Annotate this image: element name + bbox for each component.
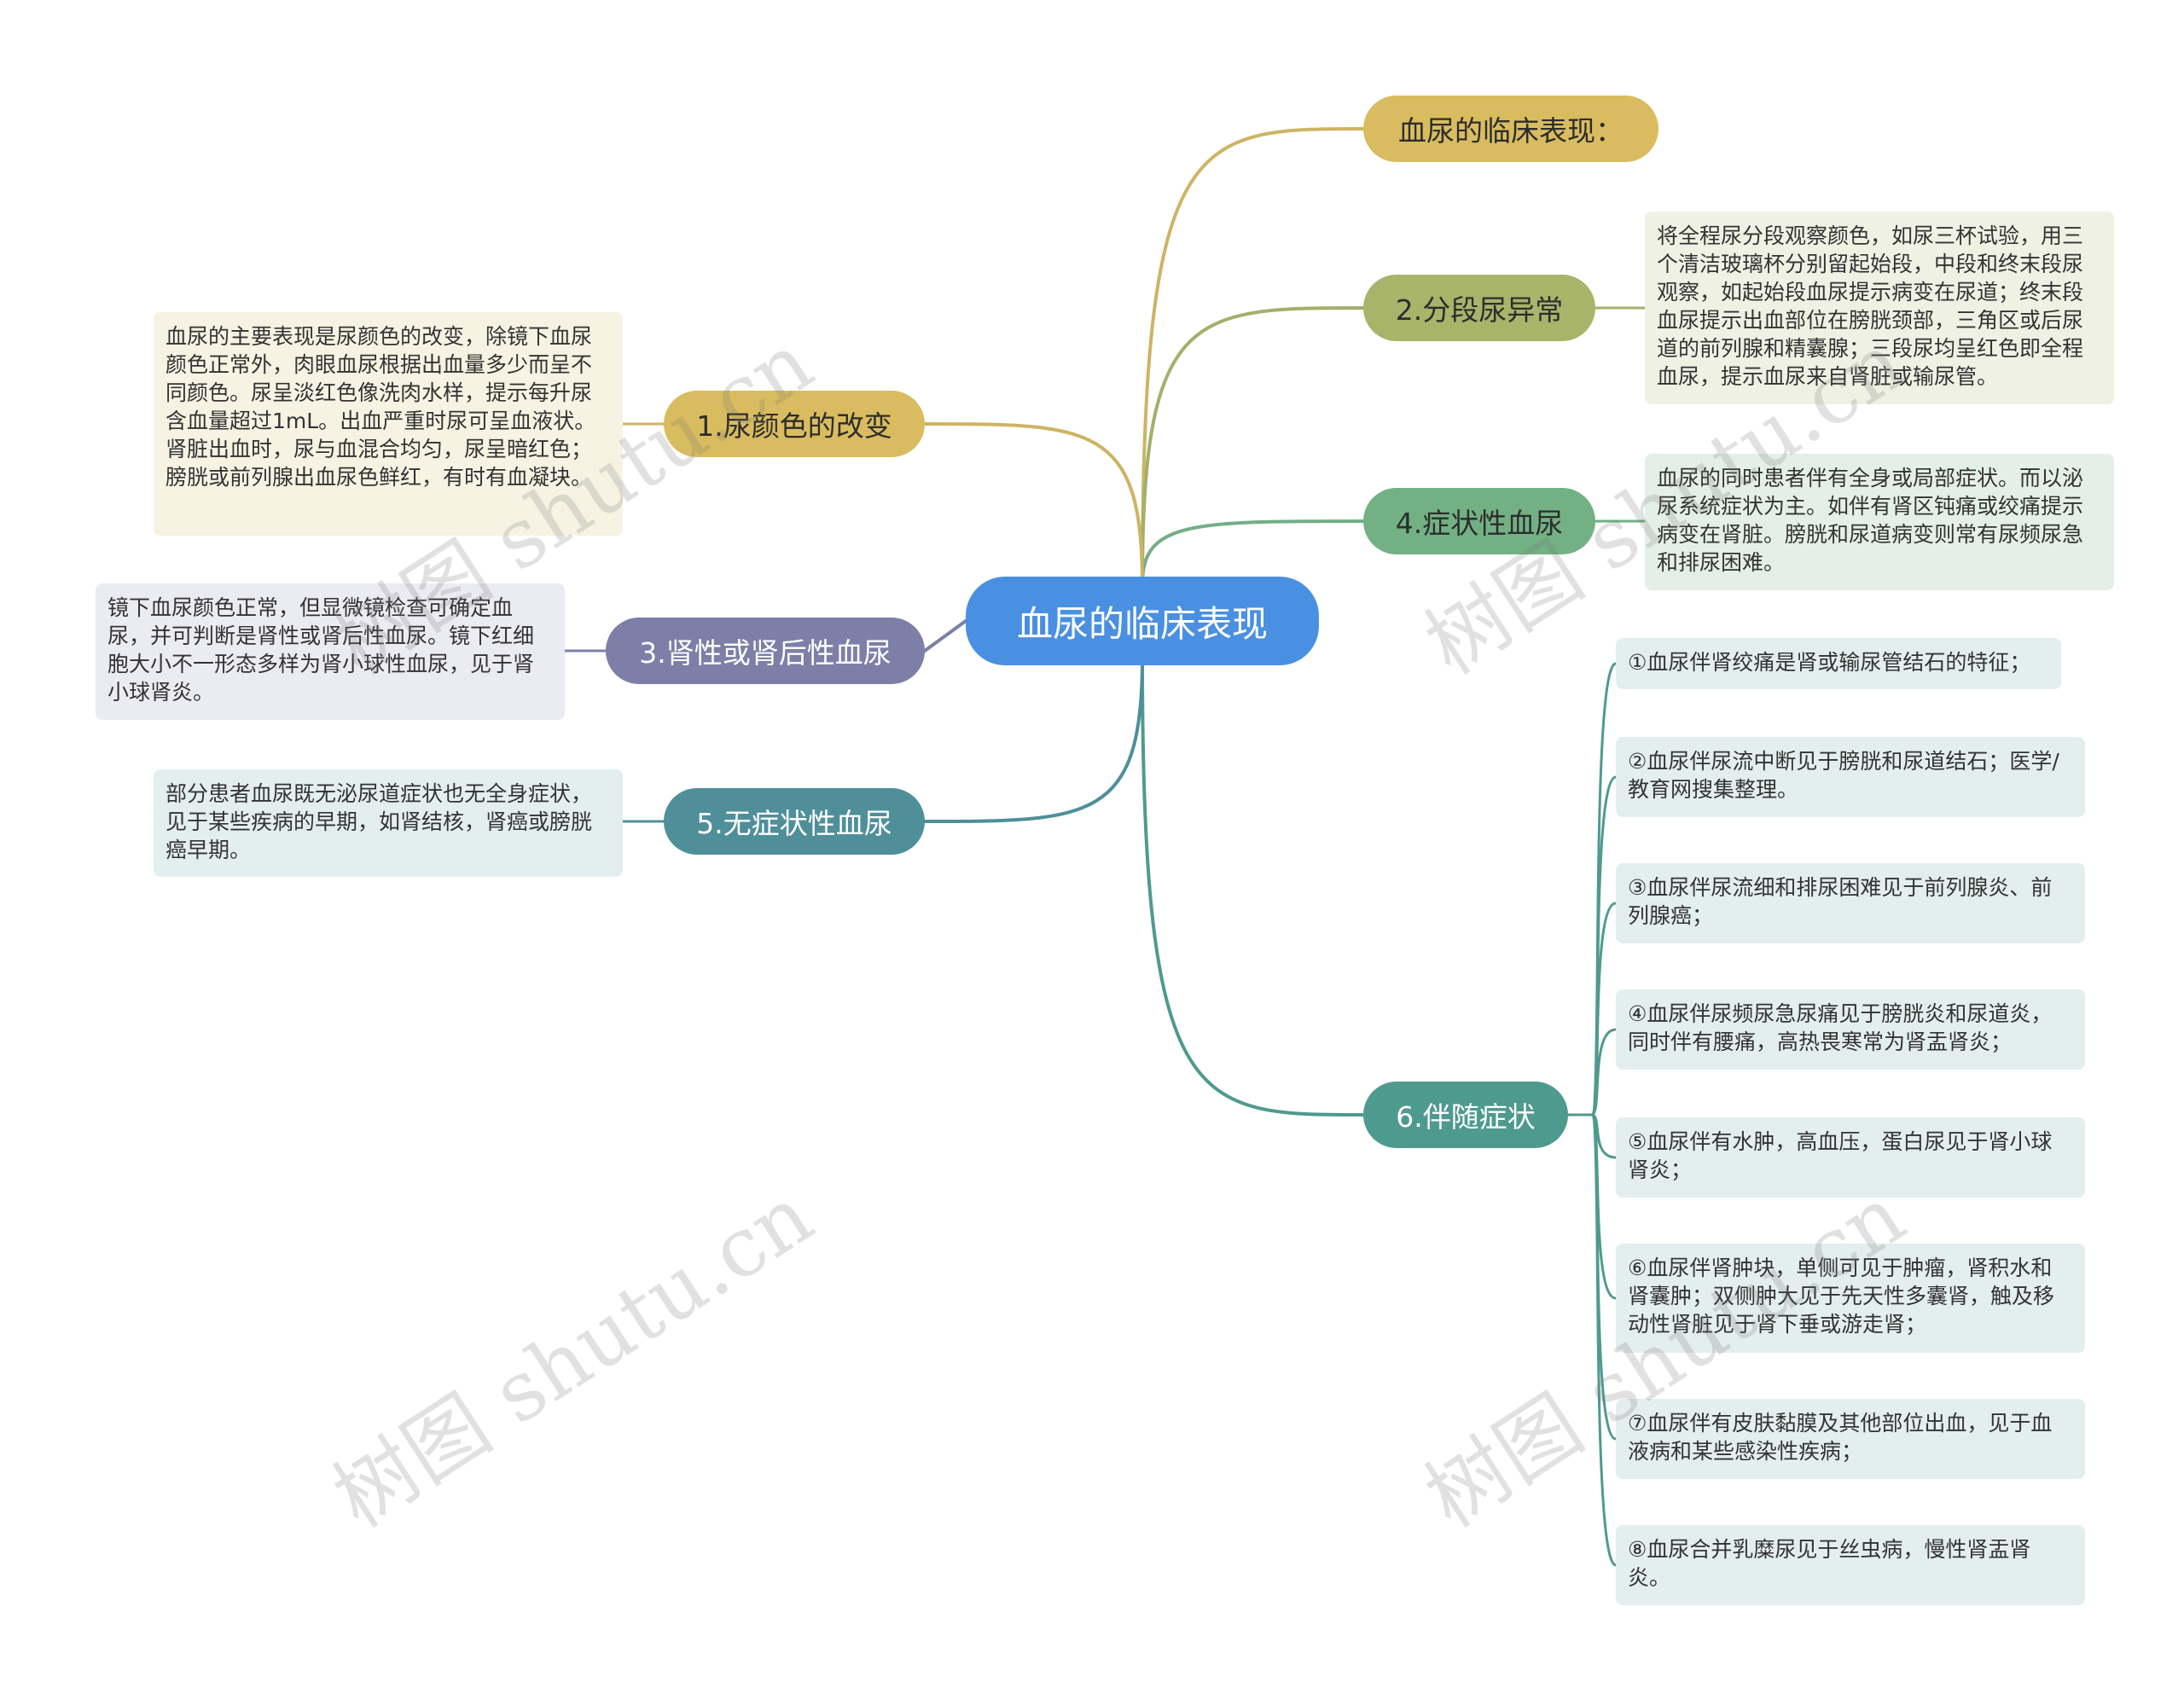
topic-label: 6.伴随症状 [1396, 1100, 1536, 1134]
topic-label: 1.尿颜色的改变 [696, 409, 892, 443]
symptom-item[interactable]: ④血尿伴尿频尿急尿痛见于膀胱炎和尿道炎，同时伴有腰痛，高热畏寒常为肾盂肾炎； [1616, 989, 2085, 1070]
topic-asymptomatic-hematuria[interactable]: 5.无症状性血尿 [664, 788, 925, 855]
connector-line [1141, 306, 1365, 585]
connector-line [1141, 127, 1365, 585]
topic-clinical-manifestations[interactable]: 血尿的临床表现： [1363, 96, 1658, 162]
symptom-item[interactable]: ⑦血尿伴有皮肤黏膜及其他部位出血，见于血液病和某些感染性疾病； [1616, 1399, 2085, 1479]
symptom-item[interactable]: ③血尿伴尿流细和排尿困难见于前列腺炎、前列腺癌； [1616, 863, 2085, 943]
symptom-item[interactable]: ⑤血尿伴有水肿，高血压，蛋白尿见于肾小球肾炎； [1616, 1117, 2085, 1198]
connector-line [923, 619, 967, 653]
topic-segmented-urine[interactable]: 2.分段尿异常 [1363, 275, 1595, 341]
topic-label: 血尿的临床表现： [1398, 114, 1623, 148]
topic-urine-color-change[interactable]: 1.尿颜色的改变 [664, 391, 925, 457]
symptom-item[interactable]: ⑧血尿合并乳糜尿见于丝虫病，慢性肾盂肾炎。 [1616, 1525, 2085, 1605]
topic-accompanying-symptoms[interactable]: 6.伴随症状 [1363, 1082, 1568, 1148]
topic-label: 5.无症状性血尿 [696, 807, 892, 840]
topic-label: 4.症状性血尿 [1395, 507, 1564, 540]
connector-line [923, 422, 1144, 585]
symptom-item[interactable]: ②血尿伴尿流中断见于膀胱和尿道结石；医学/教育网搜集整理。 [1616, 737, 2085, 817]
note-segmented-urine: 将全程尿分段观察颜色，如尿三杯试验，用三个清洁玻璃杯分别留起始段，中段和终末段尿… [1645, 212, 2114, 404]
note-urine-color-change: 血尿的主要表现是尿颜色的改变，除镜下血尿颜色正常外，肉眼血尿根据出血量多少而呈不… [154, 312, 623, 536]
connector-line [1141, 657, 1365, 1117]
connector-line [1590, 1113, 1618, 1567]
topic-label: 2.分段尿异常 [1395, 293, 1564, 327]
connector-line [1141, 519, 1365, 585]
topic-symptomatic-hematuria[interactable]: 4.症状性血尿 [1363, 488, 1595, 554]
note-symptomatic-hematuria: 血尿的同时患者伴有全身或局部症状。而以泌尿系统症状为主。如伴有肾区钝痛或绞痛提示… [1645, 454, 2114, 590]
central-topic-label: 血尿的临床表现 [1016, 602, 1268, 645]
symptom-item[interactable]: ①血尿伴肾绞痛是肾或输尿管结石的特征； [1616, 638, 2061, 689]
connector-line [1590, 1113, 1618, 1159]
central-topic[interactable]: 血尿的临床表现 [966, 577, 1319, 665]
topic-label: 3.肾性或肾后性血尿 [639, 636, 892, 670]
topic-renal-hematuria[interactable]: 3.肾性或肾后性血尿 [606, 618, 925, 684]
note-asymptomatic-hematuria: 部分患者血尿既无泌尿道症状也无全身症状，见于某些疾病的早期，如肾结核，肾癌或膀胱… [154, 769, 623, 877]
connector-line [1590, 1028, 1618, 1117]
connector-line [1590, 775, 1618, 1117]
note-renal-hematuria: 镜下血尿颜色正常，但显微镜检查可确定血尿，并可判断是肾性或肾后性血尿。镜下红细胞… [96, 583, 565, 720]
connector-line [923, 657, 1144, 823]
symptom-item[interactable]: ⑥血尿伴肾肿块，单侧可见于肿瘤，肾积水和肾囊肿；双侧肿大见于先天性多囊肾，触及移… [1616, 1244, 2085, 1353]
connector-line [1590, 902, 1618, 1117]
